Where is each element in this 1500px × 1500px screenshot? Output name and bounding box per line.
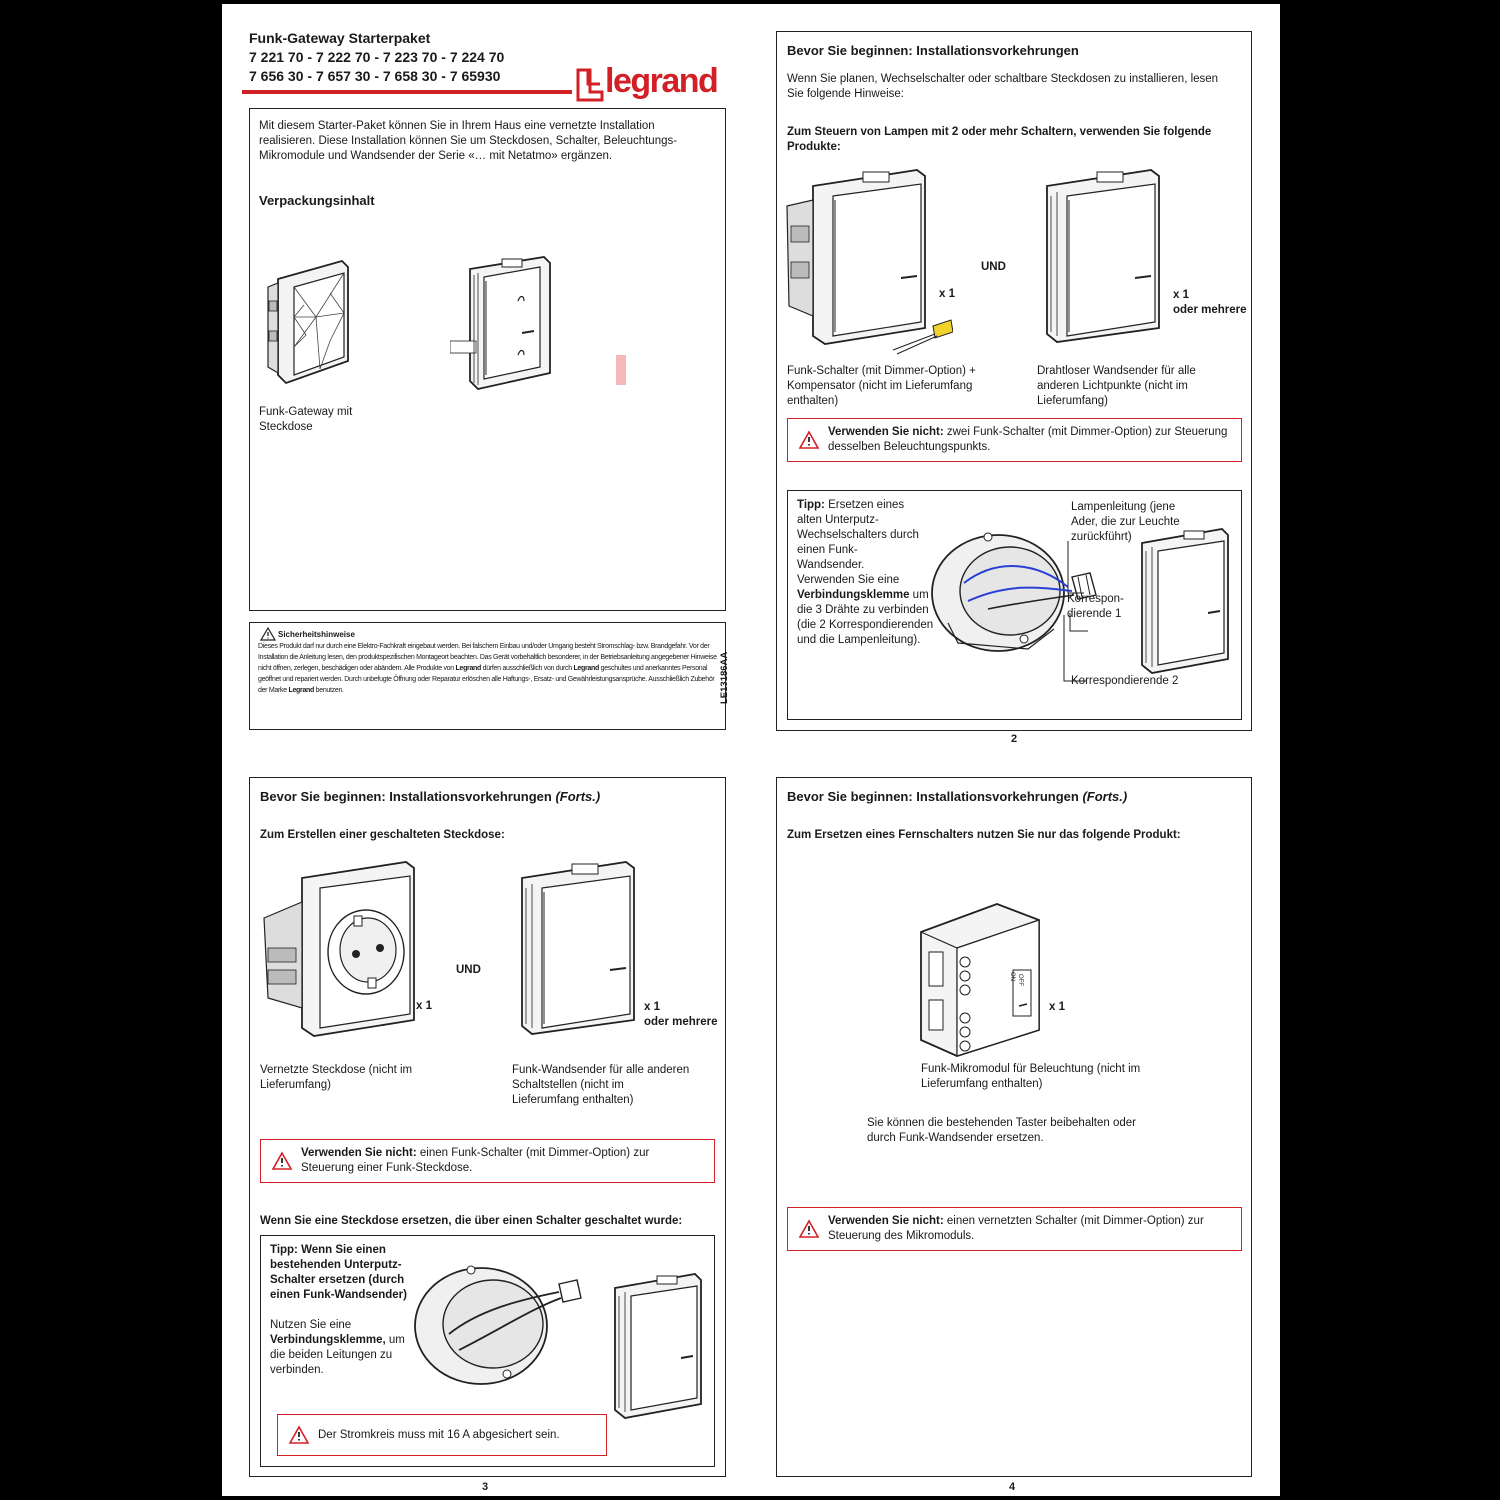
page4-warning: Verwenden Sie nicht: einen vernetzten Sc… <box>787 1207 1242 1251</box>
warning-icon <box>260 627 276 641</box>
safety-heading: Sicherheitshinweise <box>278 630 355 639</box>
intro-text: Mit diesem Starter-Paket können Sie in I… <box>259 120 678 162</box>
page2-caption-2: Drahtloser Wandsender für alle anderen L… <box>1037 365 1196 407</box>
label-correspondent-2: Korrespondierende 2 <box>1071 675 1179 687</box>
legrand-logo-text: legrand <box>605 62 719 100</box>
page3-caption-1: Vernetzte Steckdose (nicht im Lieferumfa… <box>260 1064 413 1091</box>
und-label: UND <box>456 964 481 976</box>
page-number: 2 <box>1011 733 1018 745</box>
dimmer-switch-illustration <box>783 166 953 356</box>
page2-caption-1: Funk-Schalter (mit Dimmer-Option) + Komp… <box>787 365 976 407</box>
legrand-logo <box>574 64 744 104</box>
page3-subheading: Zum Erstellen einer geschalteten Steckdo… <box>260 829 505 841</box>
page-number: 4 <box>1009 1481 1016 1493</box>
warning-icon <box>288 1425 310 1444</box>
junction-box-illustration <box>928 513 1118 683</box>
gateway-illustration <box>260 257 360 387</box>
document-sheet: Funk-Gateway Starterpaket 7 221 70 - 7 2… <box>222 4 1280 1496</box>
page2-tip-box: Tipp: Ersetzen eines alten Unterputz-Wec… <box>787 490 1242 720</box>
page-1: Funk-Gateway Starterpaket 7 221 70 - 7 2… <box>222 4 751 750</box>
pull-tab-marker <box>616 355 626 385</box>
page3-warning-2: Der Stromkreis muss mit 16 A abgesichert… <box>277 1414 607 1456</box>
page2-panel: Bevor Sie beginnen: Installationsvorkehr… <box>776 31 1252 731</box>
title-red-bar <box>242 90 572 94</box>
qty-sender-more: oder mehrere <box>644 1016 718 1028</box>
item1-caption: Funk-Gateway mit Steckdose <box>259 406 353 433</box>
wall-sender-illustration <box>1033 166 1173 346</box>
safety-panel: Sicherheitshinweise Dieses Produkt darf … <box>249 622 726 730</box>
page2-subheading: Zum Steuern von Lampen mit 2 oder mehr S… <box>787 126 1212 153</box>
page3-tip-heading: Tipp: Wenn Sie einen bestehenden Unterpu… <box>270 1244 407 1301</box>
page-number: 3 <box>482 1481 489 1493</box>
page-4: Bevor Sie beginnen: Installationsvorkehr… <box>751 750 1280 1496</box>
qty-sender-more: oder mehrere <box>1173 304 1247 316</box>
leader-lines <box>1048 531 1128 691</box>
page2-intro: Wenn Sie planen, Wechselschalter oder sc… <box>787 73 1219 100</box>
intro-panel: Mit diesem Starter-Paket können Sie in I… <box>249 108 726 611</box>
document-code: LE13186AA <box>719 651 730 704</box>
page2-tip-text: Tipp: Ersetzen eines alten Unterputz-Wec… <box>797 499 919 571</box>
safety-text: Dieses Produkt darf nur durch eine Elekt… <box>258 643 717 694</box>
label-lamp-wire: Lampenleitung (jene Ader, die zur Leucht… <box>1071 501 1180 543</box>
product-refs-1: 7 221 70 - 7 222 70 - 7 223 70 - 7 224 7… <box>249 49 505 65</box>
page4-subheading: Zum Ersetzen eines Fernschalters nutzen … <box>787 829 1181 841</box>
package-heading: Verpackungsinhalt <box>259 193 375 208</box>
switch-off-label: OFF <box>1017 974 1023 986</box>
page3-heading: Bevor Sie beginnen: Installationsvorkehr… <box>260 789 601 804</box>
warning-icon <box>798 430 820 449</box>
page2-warning: Verwenden Sie nicht: zwei Funk-Schalter … <box>787 418 1242 462</box>
micromodule-illustration <box>917 900 1047 1060</box>
page3-subheading-2: Wenn Sie eine Steckdose ersetzen, die üb… <box>260 1215 683 1227</box>
wall-sender-illustration <box>508 858 648 1038</box>
qty-switch: x 1 <box>939 288 955 300</box>
qty-sender: x 1 <box>1173 289 1189 301</box>
qty-sender: x 1 <box>644 1001 660 1013</box>
page4-panel: Bevor Sie beginnen: Installationsvorkehr… <box>776 777 1252 1477</box>
qty-module: x 1 <box>1049 1001 1065 1013</box>
page3-tip-box: Tipp: Wenn Sie einen bestehenden Unterpu… <box>260 1235 715 1467</box>
qty-socket: x 1 <box>416 1000 432 1012</box>
page2-tip-text-2: Verwenden Sie eine Verbindungsklemme um … <box>797 574 934 646</box>
warning-icon <box>798 1219 820 1238</box>
page-3: Bevor Sie beginnen: Installationsvorkehr… <box>222 750 751 1496</box>
tip-wall-sender-illustration <box>1134 525 1238 675</box>
page-2: Bevor Sie beginnen: Installationsvorkehr… <box>751 4 1280 750</box>
page3-tip-text: Nutzen Sie eine Verbindungsklemme, um di… <box>270 1319 405 1376</box>
wall-transmitter-illustration <box>450 255 560 395</box>
socket-illustration <box>258 858 428 1048</box>
page3-warning: Verwenden Sie nicht: einen Funk-Schalter… <box>260 1139 715 1183</box>
label-correspondent-1: Korrespon-dierende 1 <box>1067 593 1124 620</box>
page-title: Funk-Gateway Starterpaket <box>249 30 431 46</box>
warning-icon <box>271 1151 293 1170</box>
page4-caption: Funk-Mikromodul für Beleuchtung (nicht i… <box>921 1063 1141 1090</box>
junction-box-illustration <box>409 1250 599 1400</box>
switch-on-label: ON <box>1009 972 1015 981</box>
product-refs-2: 7 656 30 - 7 657 30 - 7 658 30 - 7 65930 <box>249 68 501 84</box>
page2-heading: Bevor Sie beginnen: Installationsvorkehr… <box>787 43 1079 58</box>
page3-panel: Bevor Sie beginnen: Installationsvorkehr… <box>249 777 726 1477</box>
page4-note: Sie können die bestehenden Taster beibeh… <box>867 1117 1136 1144</box>
tip-wall-sender-illustration <box>607 1270 711 1420</box>
page4-heading: Bevor Sie beginnen: Installationsvorkehr… <box>787 789 1128 804</box>
und-label: UND <box>981 261 1006 273</box>
page3-caption-2: Funk-Wandsender für alle anderen Schalts… <box>512 1064 690 1106</box>
